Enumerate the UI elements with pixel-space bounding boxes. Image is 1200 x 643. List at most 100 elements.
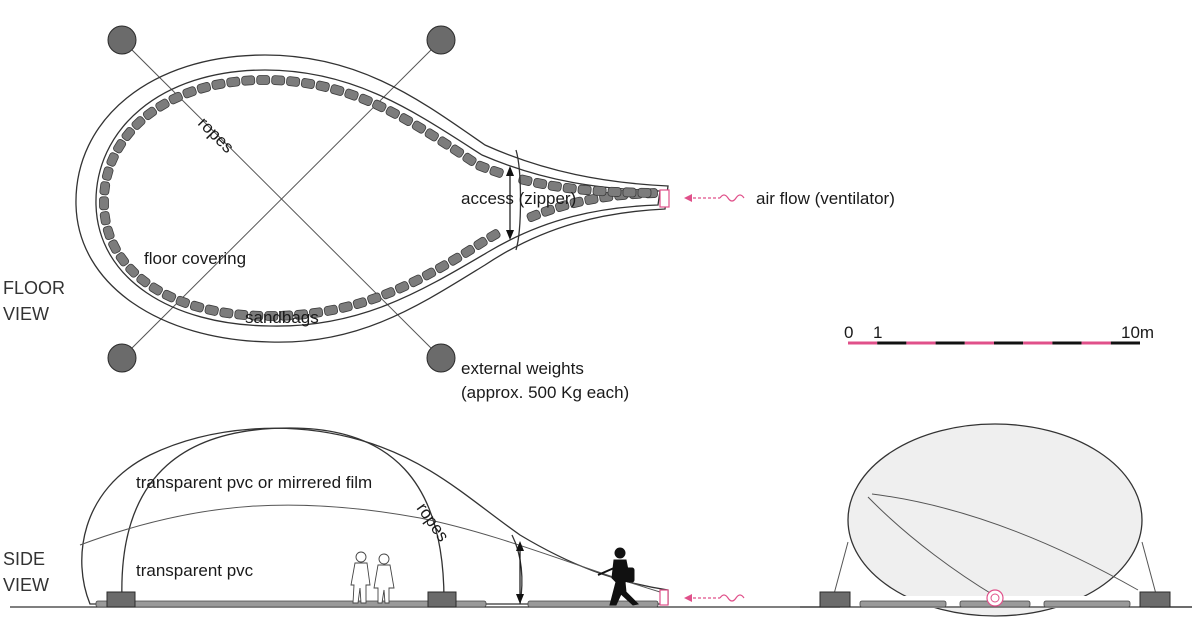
sandbag <box>622 187 637 198</box>
floor-view-title-line1: FLOOR <box>3 278 65 298</box>
sandbag <box>462 152 477 166</box>
sandbag <box>136 273 151 288</box>
sandbag <box>101 166 114 181</box>
sandbag <box>264 311 279 321</box>
sandbag <box>125 263 140 278</box>
sandbag <box>226 76 241 88</box>
floor-view: ropes access (zipper) air flow (ventilat… <box>75 25 895 402</box>
sandbag <box>569 196 584 209</box>
sandbag <box>344 88 359 101</box>
sandbag <box>106 152 119 167</box>
end-ventilator-icon <box>986 589 1004 607</box>
end-view <box>800 423 1192 617</box>
sandbag <box>489 165 504 178</box>
sandbag <box>256 75 271 85</box>
sandbag <box>234 309 249 320</box>
sandbag <box>161 289 177 303</box>
rope-diagonal-2 <box>121 39 442 359</box>
sandbag <box>367 292 382 305</box>
floor-membrane-outline <box>75 54 669 343</box>
scale-label-10m: 10m <box>1121 323 1154 342</box>
sandbag <box>555 200 570 213</box>
floor-view-title-line2: VIEW <box>3 304 49 324</box>
scale-label-1: 1 <box>873 323 882 342</box>
sandbag <box>592 185 607 197</box>
label-side-film: transparent pvc or mirrered film <box>136 473 372 492</box>
sandbag <box>540 204 556 217</box>
sandbag <box>437 136 452 150</box>
sandbag <box>204 304 219 316</box>
sandbag <box>358 93 373 107</box>
sandbag <box>300 78 316 89</box>
sandbag <box>394 281 410 294</box>
sandbag <box>211 78 226 90</box>
label-external-weights-note: (approx. 500 Kg each) <box>461 383 629 402</box>
sandbag <box>352 297 368 310</box>
sandbag <box>286 76 301 87</box>
sandbag <box>155 98 170 112</box>
sandbag <box>532 177 548 190</box>
sandbag <box>408 274 423 288</box>
sandbag <box>99 181 111 196</box>
end-guy-right <box>1141 541 1157 595</box>
sandbag <box>196 82 212 94</box>
side-view-title-line1: SIDE <box>3 549 45 569</box>
sandbag <box>398 113 414 127</box>
sandbag <box>526 209 542 222</box>
label-side-pvc: transparent pvc <box>136 561 254 580</box>
sandbag <box>102 225 115 240</box>
label-air-flow: air flow (ventilator) <box>756 189 895 208</box>
sandbag <box>271 75 286 86</box>
side-weight-right <box>427 591 457 608</box>
end-guy-left <box>833 541 849 595</box>
sandbag <box>447 252 463 266</box>
sandbag <box>294 309 309 320</box>
sandbag <box>518 174 533 186</box>
sandbag <box>241 75 256 86</box>
label-external-weights: external weights <box>461 359 584 378</box>
sandbag <box>108 239 121 254</box>
ventilator-inlet <box>659 189 670 208</box>
sandbag <box>309 307 324 319</box>
external-weight-bottom-left <box>107 343 137 373</box>
external-weight-top-right <box>426 25 456 55</box>
sandbag <box>113 139 127 154</box>
sandbag <box>182 86 197 99</box>
sandbag <box>424 128 439 142</box>
walking-person-silhouette <box>597 547 640 606</box>
side-view-title-line2: VIEW <box>3 575 49 595</box>
label-ropes: ropes <box>194 113 238 157</box>
sandbag <box>121 126 136 142</box>
zipper-line <box>515 149 522 251</box>
label-sandbags: sandbags <box>245 308 319 327</box>
sandbag <box>460 244 476 258</box>
sandbag <box>323 304 339 316</box>
sandbag <box>115 252 130 267</box>
label-access: access (zipper) <box>461 189 576 208</box>
external-weight-top-left <box>107 25 137 55</box>
sandbag <box>637 187 652 198</box>
sandbag <box>562 182 577 194</box>
person-figure-2 <box>373 553 395 604</box>
sandbag <box>148 282 163 296</box>
side-ventilator-inlet <box>659 589 669 606</box>
air-flow-icon <box>684 194 745 202</box>
end-membrane <box>847 423 1143 617</box>
sandbag <box>473 236 488 250</box>
sandbag <box>381 287 396 300</box>
end-weight-right <box>1139 591 1171 608</box>
access-arrow-head-up <box>506 166 514 176</box>
sandbag <box>421 267 437 281</box>
sandbag <box>249 310 264 321</box>
sandbag <box>577 184 592 196</box>
side-weight-left <box>106 591 136 608</box>
side-access-arrow-down <box>516 594 524 604</box>
sandbag <box>434 260 450 274</box>
side-rope-line <box>79 504 661 593</box>
sandbag <box>99 211 111 226</box>
side-air-flow-icon <box>684 594 745 602</box>
sandbag <box>411 120 427 134</box>
sandbag <box>175 295 191 308</box>
sandbag <box>279 310 294 321</box>
sandbag <box>168 91 183 105</box>
